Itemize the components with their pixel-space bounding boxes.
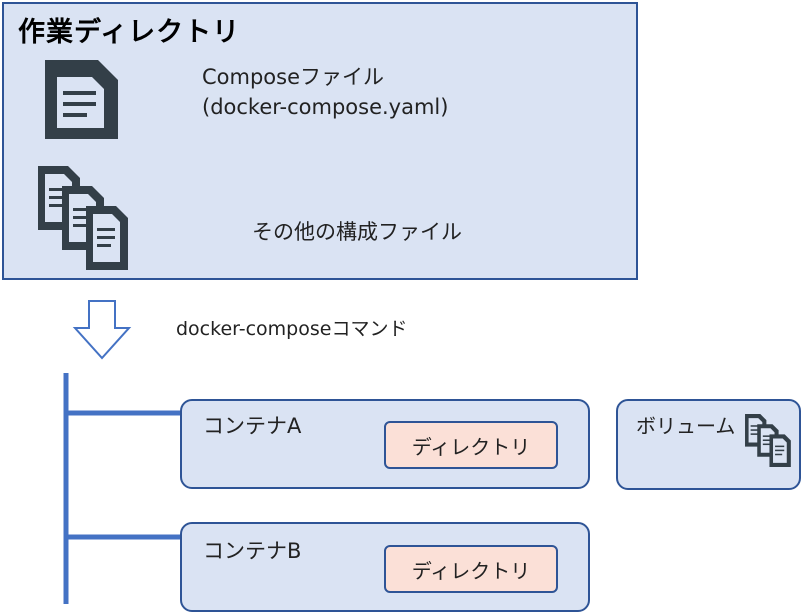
volume-documents-icon bbox=[745, 414, 791, 467]
compose-file-path: (docker-compose.yaml) bbox=[202, 95, 449, 119]
down-arrow-icon bbox=[72, 300, 132, 360]
compose-file-name: Composeファイル bbox=[202, 65, 385, 89]
compose-file-label: Composeファイル (docker-compose.yaml) bbox=[202, 62, 448, 122]
container-a-directory: ディレクトリ bbox=[384, 421, 558, 469]
work-directory-title: 作業ディレクトリ bbox=[18, 17, 241, 48]
container-b-directory: ディレクトリ bbox=[384, 545, 558, 593]
container-a-label: コンテナA bbox=[203, 414, 302, 438]
command-label: docker-composeコマンド bbox=[176, 318, 408, 340]
container-b-label: コンテナB bbox=[203, 539, 302, 563]
documents-stack-icon bbox=[38, 166, 128, 270]
volume-label: ボリューム bbox=[636, 414, 736, 438]
document-icon bbox=[45, 60, 118, 139]
other-config-files-label: その他の構成ファイル bbox=[252, 220, 462, 244]
